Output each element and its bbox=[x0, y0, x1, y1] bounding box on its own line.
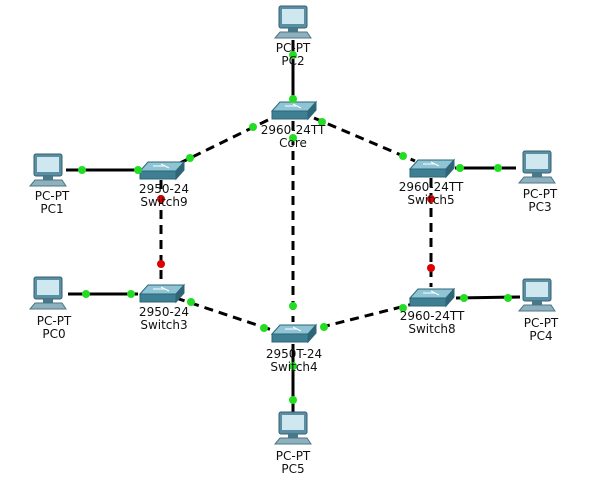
port-up-switch4-pc5-switch4 bbox=[289, 362, 297, 370]
device-name-label: PC1 bbox=[40, 202, 64, 216]
device-model-label: 2950-24 bbox=[138, 182, 190, 196]
pc-pc1-icon[interactable] bbox=[28, 153, 67, 187]
device-name-label: Core bbox=[279, 136, 307, 150]
device-name-label: Switch5 bbox=[407, 193, 455, 207]
port-up-core-core-switch4 bbox=[289, 134, 297, 142]
port-up-pc1-pc1-switch9 bbox=[78, 166, 86, 174]
device-name-label: Switch8 bbox=[408, 322, 456, 336]
port-up-switch8-pc4-switch8 bbox=[460, 294, 468, 302]
port-up-switch8-switch8-switch4 bbox=[399, 304, 407, 312]
port-up-switch3-pc0-switch3 bbox=[127, 290, 135, 298]
switch-switch4-icon[interactable] bbox=[270, 323, 318, 344]
port-up-switch9-core-switch9 bbox=[186, 154, 194, 162]
port-up-switch4-core-switch4 bbox=[289, 302, 297, 310]
switch-switch3-icon[interactable] bbox=[138, 283, 186, 304]
switch-core-icon[interactable] bbox=[270, 100, 318, 121]
pc-pc4-icon[interactable] bbox=[517, 278, 556, 312]
device-model-label: PC-PT bbox=[522, 187, 558, 201]
port-up-switch4-switch8-switch4 bbox=[320, 323, 328, 331]
device-model-label: PC-PT bbox=[34, 189, 70, 203]
device-name-label: PC5 bbox=[281, 462, 305, 476]
port-up-pc5-pc5-switch4 bbox=[289, 396, 297, 404]
device-model-label: 2950-24 bbox=[138, 305, 190, 319]
port-down-switch9-switch9-switch3 bbox=[157, 195, 165, 203]
devices-layer bbox=[28, 5, 556, 445]
device-name-label: PC3 bbox=[528, 200, 552, 214]
device-name-label: Switch9 bbox=[140, 195, 188, 209]
device-name-label: Switch4 bbox=[270, 360, 318, 374]
device-model-label: PC-PT bbox=[275, 449, 311, 463]
port-up-core-core-switch5 bbox=[318, 118, 326, 126]
port-up-pc2-pc2-core bbox=[289, 51, 297, 59]
switch-switch8-icon[interactable] bbox=[408, 287, 456, 308]
port-up-switch9-pc1-switch9 bbox=[134, 166, 142, 174]
link-core-switch5[interactable] bbox=[313, 116, 416, 163]
device-model-label: PC-PT bbox=[523, 316, 559, 330]
device-name-label: PC0 bbox=[42, 327, 66, 341]
port-up-switch3-switch3-switch4 bbox=[187, 298, 195, 306]
pc-pc2-icon[interactable] bbox=[273, 5, 312, 39]
port-up-pc0-pc0-switch3 bbox=[82, 290, 90, 298]
port-down-switch3-switch9-switch3 bbox=[157, 260, 165, 268]
pc-pc0-icon[interactable] bbox=[28, 276, 67, 310]
port-up-switch5-core-switch5 bbox=[399, 152, 407, 160]
ports-layer bbox=[78, 51, 512, 404]
device-model-label: PC-PT bbox=[36, 314, 72, 328]
device-model-label: 2950T-24 bbox=[265, 347, 323, 361]
port-down-switch8-switch5-switch8 bbox=[427, 264, 435, 272]
port-up-pc3-pc3-switch5 bbox=[494, 164, 502, 172]
port-up-pc4-pc4-switch8 bbox=[504, 294, 512, 302]
port-up-core-core-switch9 bbox=[249, 123, 257, 131]
device-name-label: PC2 bbox=[281, 54, 305, 68]
device-model-label: 2960-24TT bbox=[398, 180, 464, 194]
switch-switch5-icon[interactable] bbox=[408, 158, 456, 179]
device-model-label: PC-PT bbox=[275, 41, 311, 55]
port-up-switch5-pc3-switch5 bbox=[456, 164, 464, 172]
port-up-switch4-switch3-switch4 bbox=[260, 324, 268, 332]
pc-pc3-icon[interactable] bbox=[517, 150, 556, 184]
device-model-label: 2960-24TT bbox=[399, 309, 465, 323]
device-name-label: Switch3 bbox=[140, 318, 188, 332]
port-up-core-pc2-core bbox=[289, 95, 297, 103]
device-name-label: PC4 bbox=[529, 329, 553, 343]
device-model-label: 2960-24TT bbox=[260, 123, 326, 137]
pc-pc5-icon[interactable] bbox=[273, 411, 312, 445]
port-down-switch5-switch5-switch8 bbox=[427, 195, 435, 203]
switch-switch9-icon[interactable] bbox=[138, 160, 186, 181]
